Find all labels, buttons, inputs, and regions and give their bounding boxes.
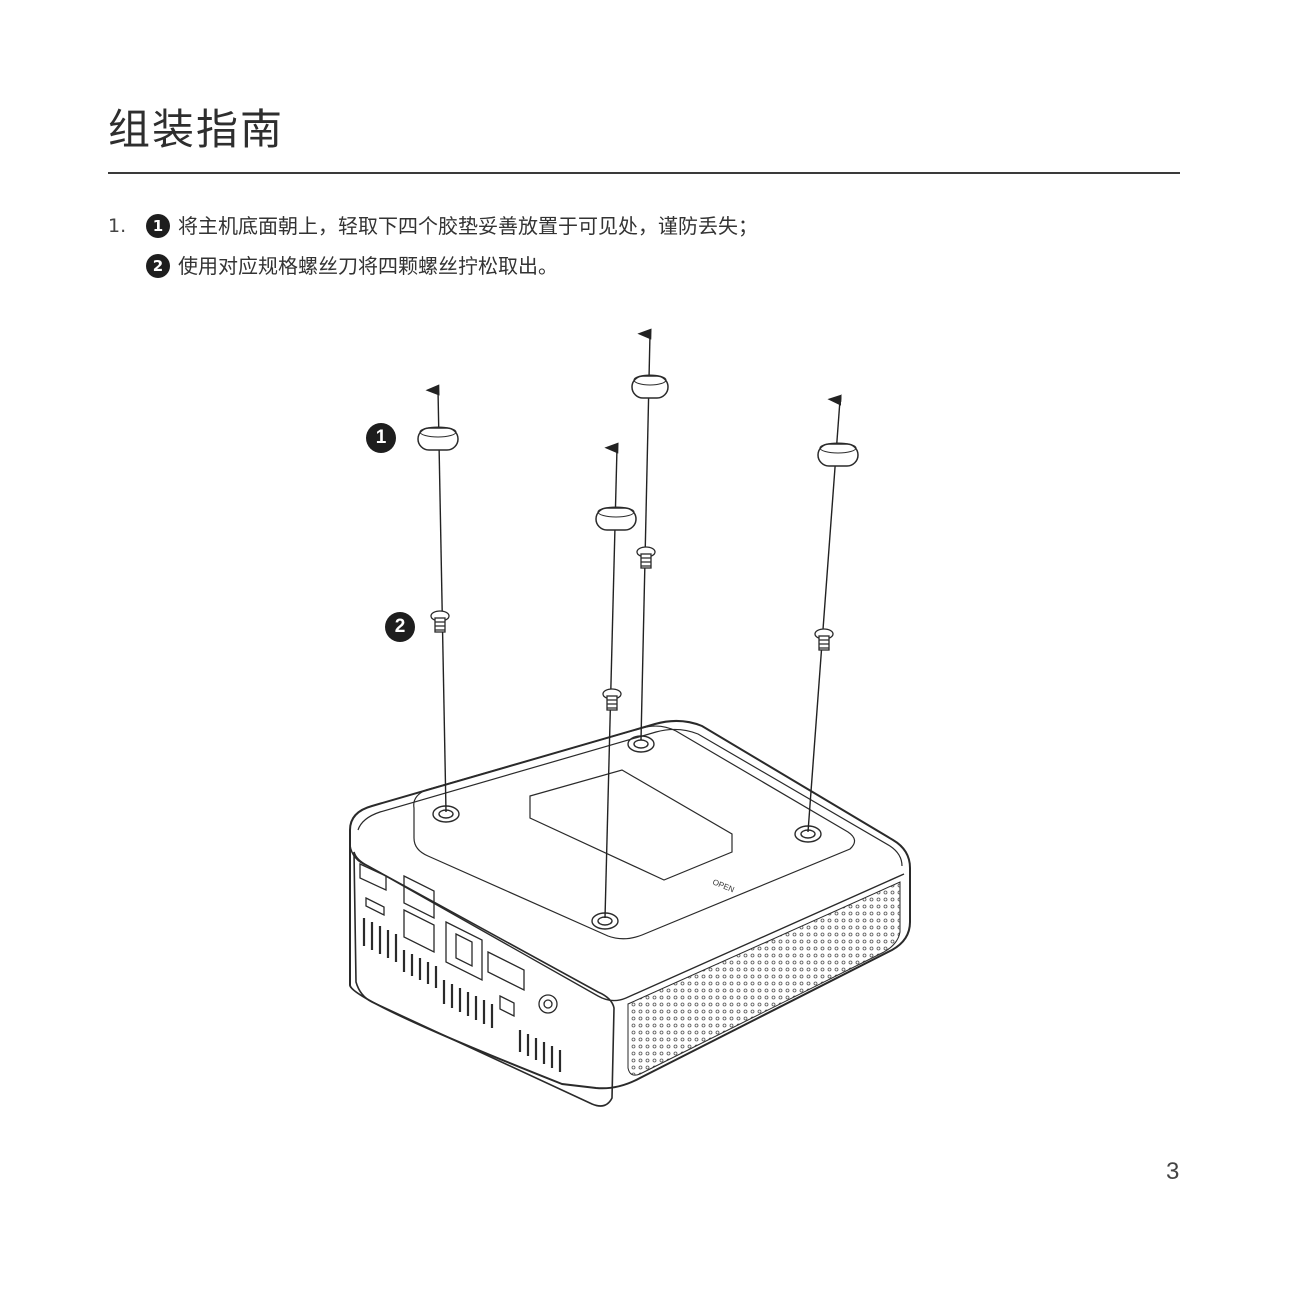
- screw-4: [602, 688, 622, 711]
- page-title: 组装指南: [108, 105, 285, 154]
- rubber-foot-1: [417, 426, 459, 451]
- step-badge-1: 1: [146, 214, 170, 238]
- callout-screws: 2: [385, 612, 415, 642]
- step-1-part-2-text: 使用对应规格螺丝刀将四颗螺丝拧松取出。: [178, 254, 558, 278]
- rubber-foot-4: [595, 506, 637, 531]
- step-1-line-1: 1. 1 将主机底面朝上，轻取下四个胶垫妥善放置于可见处，谨防丢失；: [108, 206, 758, 246]
- step-1-part-1-text: 将主机底面朝上，轻取下四个胶垫妥善放置于可见处，谨防丢失；: [178, 214, 758, 238]
- step-1-line-2: 2 使用对应规格螺丝刀将四颗螺丝拧松取出。: [108, 246, 758, 286]
- screw-3: [814, 628, 834, 651]
- screw-2: [636, 546, 656, 569]
- screws: [430, 546, 834, 711]
- instruction-steps: 1. 1 将主机底面朝上，轻取下四个胶垫妥善放置于可见处，谨防丢失； 2 使用对…: [108, 206, 758, 286]
- callout-rubber-feet: 1: [366, 423, 396, 453]
- mini-pc-device: [349, 720, 911, 1107]
- removal-guide-lines: [425, 328, 842, 919]
- front-ports: [359, 862, 562, 1072]
- rubber-feet: [417, 374, 859, 531]
- screw-holes: [432, 735, 822, 930]
- rubber-foot-3: [817, 442, 859, 467]
- rubber-foot-2: [631, 374, 669, 399]
- device-label-text: OPEN: [711, 878, 736, 895]
- step-number: 1.: [108, 215, 127, 237]
- title-divider: [108, 172, 1180, 174]
- page-number: 3: [1166, 1158, 1180, 1185]
- step-badge-2: 2: [146, 254, 170, 278]
- screw-1: [430, 610, 450, 633]
